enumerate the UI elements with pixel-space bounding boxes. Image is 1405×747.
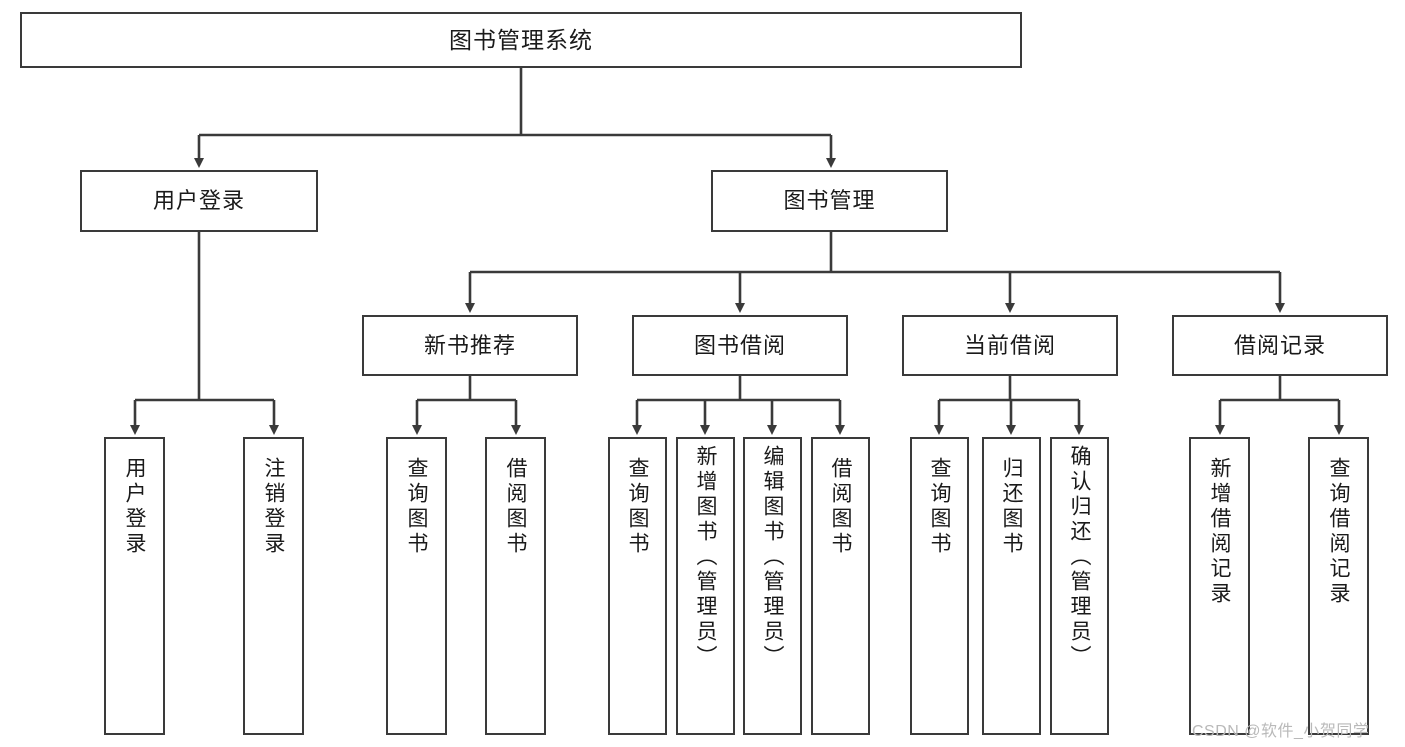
node-borrow-record[interactable]: 借阅记录 [1172, 315, 1388, 376]
node-label: 查询借阅记录 [1327, 457, 1350, 607]
node-leaf-query-book-1[interactable]: 查询图书 [386, 437, 447, 735]
node-new-book-recommend[interactable]: 新书推荐 [362, 315, 578, 376]
node-label: 编辑图书（管理员） [761, 445, 784, 670]
node-leaf-confirm-return[interactable]: 确认归还（管理员） [1050, 437, 1109, 735]
node-leaf-user-login[interactable]: 用户登录 [104, 437, 165, 735]
node-leaf-query-record[interactable]: 查询借阅记录 [1308, 437, 1369, 735]
node-leaf-borrow-book-1[interactable]: 借阅图书 [485, 437, 546, 735]
node-label: 归还图书 [1000, 457, 1023, 557]
node-book-manage[interactable]: 图书管理 [711, 170, 948, 232]
node-leaf-return-book[interactable]: 归还图书 [982, 437, 1041, 735]
node-label: 图书管理系统 [449, 26, 593, 53]
node-current-borrow[interactable]: 当前借阅 [902, 315, 1118, 376]
node-label: 用户登录 [123, 457, 146, 557]
node-book-borrow[interactable]: 图书借阅 [632, 315, 848, 376]
watermark-csdn: CSDN @软件_小贺同学 [1192, 723, 1370, 740]
node-leaf-user-logout[interactable]: 注销登录 [243, 437, 304, 735]
node-leaf-borrow-book-2[interactable]: 借阅图书 [811, 437, 870, 735]
node-label: 用户登录 [152, 188, 245, 214]
node-label: 借阅记录 [1233, 332, 1326, 358]
node-label: 新增图书（管理员） [694, 445, 717, 670]
node-label: 图书借阅 [693, 332, 786, 358]
node-label: 注销登录 [262, 457, 285, 557]
node-root-system[interactable]: 图书管理系统 [20, 12, 1022, 68]
node-label: 查询图书 [928, 457, 951, 557]
node-leaf-add-record[interactable]: 新增借阅记录 [1189, 437, 1250, 735]
node-user-login[interactable]: 用户登录 [80, 170, 318, 232]
node-label: 新增借阅记录 [1208, 457, 1231, 607]
node-label: 借阅图书 [504, 457, 527, 557]
node-leaf-query-book-3[interactable]: 查询图书 [910, 437, 969, 735]
node-label: 当前借阅 [963, 332, 1056, 358]
node-label: 查询图书 [405, 457, 428, 557]
node-leaf-edit-book[interactable]: 编辑图书（管理员） [743, 437, 802, 735]
node-leaf-add-book[interactable]: 新增图书（管理员） [676, 437, 735, 735]
node-label: 借阅图书 [829, 457, 852, 557]
node-leaf-query-book-2[interactable]: 查询图书 [608, 437, 667, 735]
node-label: 新书推荐 [423, 332, 516, 358]
node-label: 图书管理 [783, 188, 876, 214]
node-label: 确认归还（管理员） [1068, 445, 1091, 670]
node-label: 查询图书 [626, 457, 649, 557]
